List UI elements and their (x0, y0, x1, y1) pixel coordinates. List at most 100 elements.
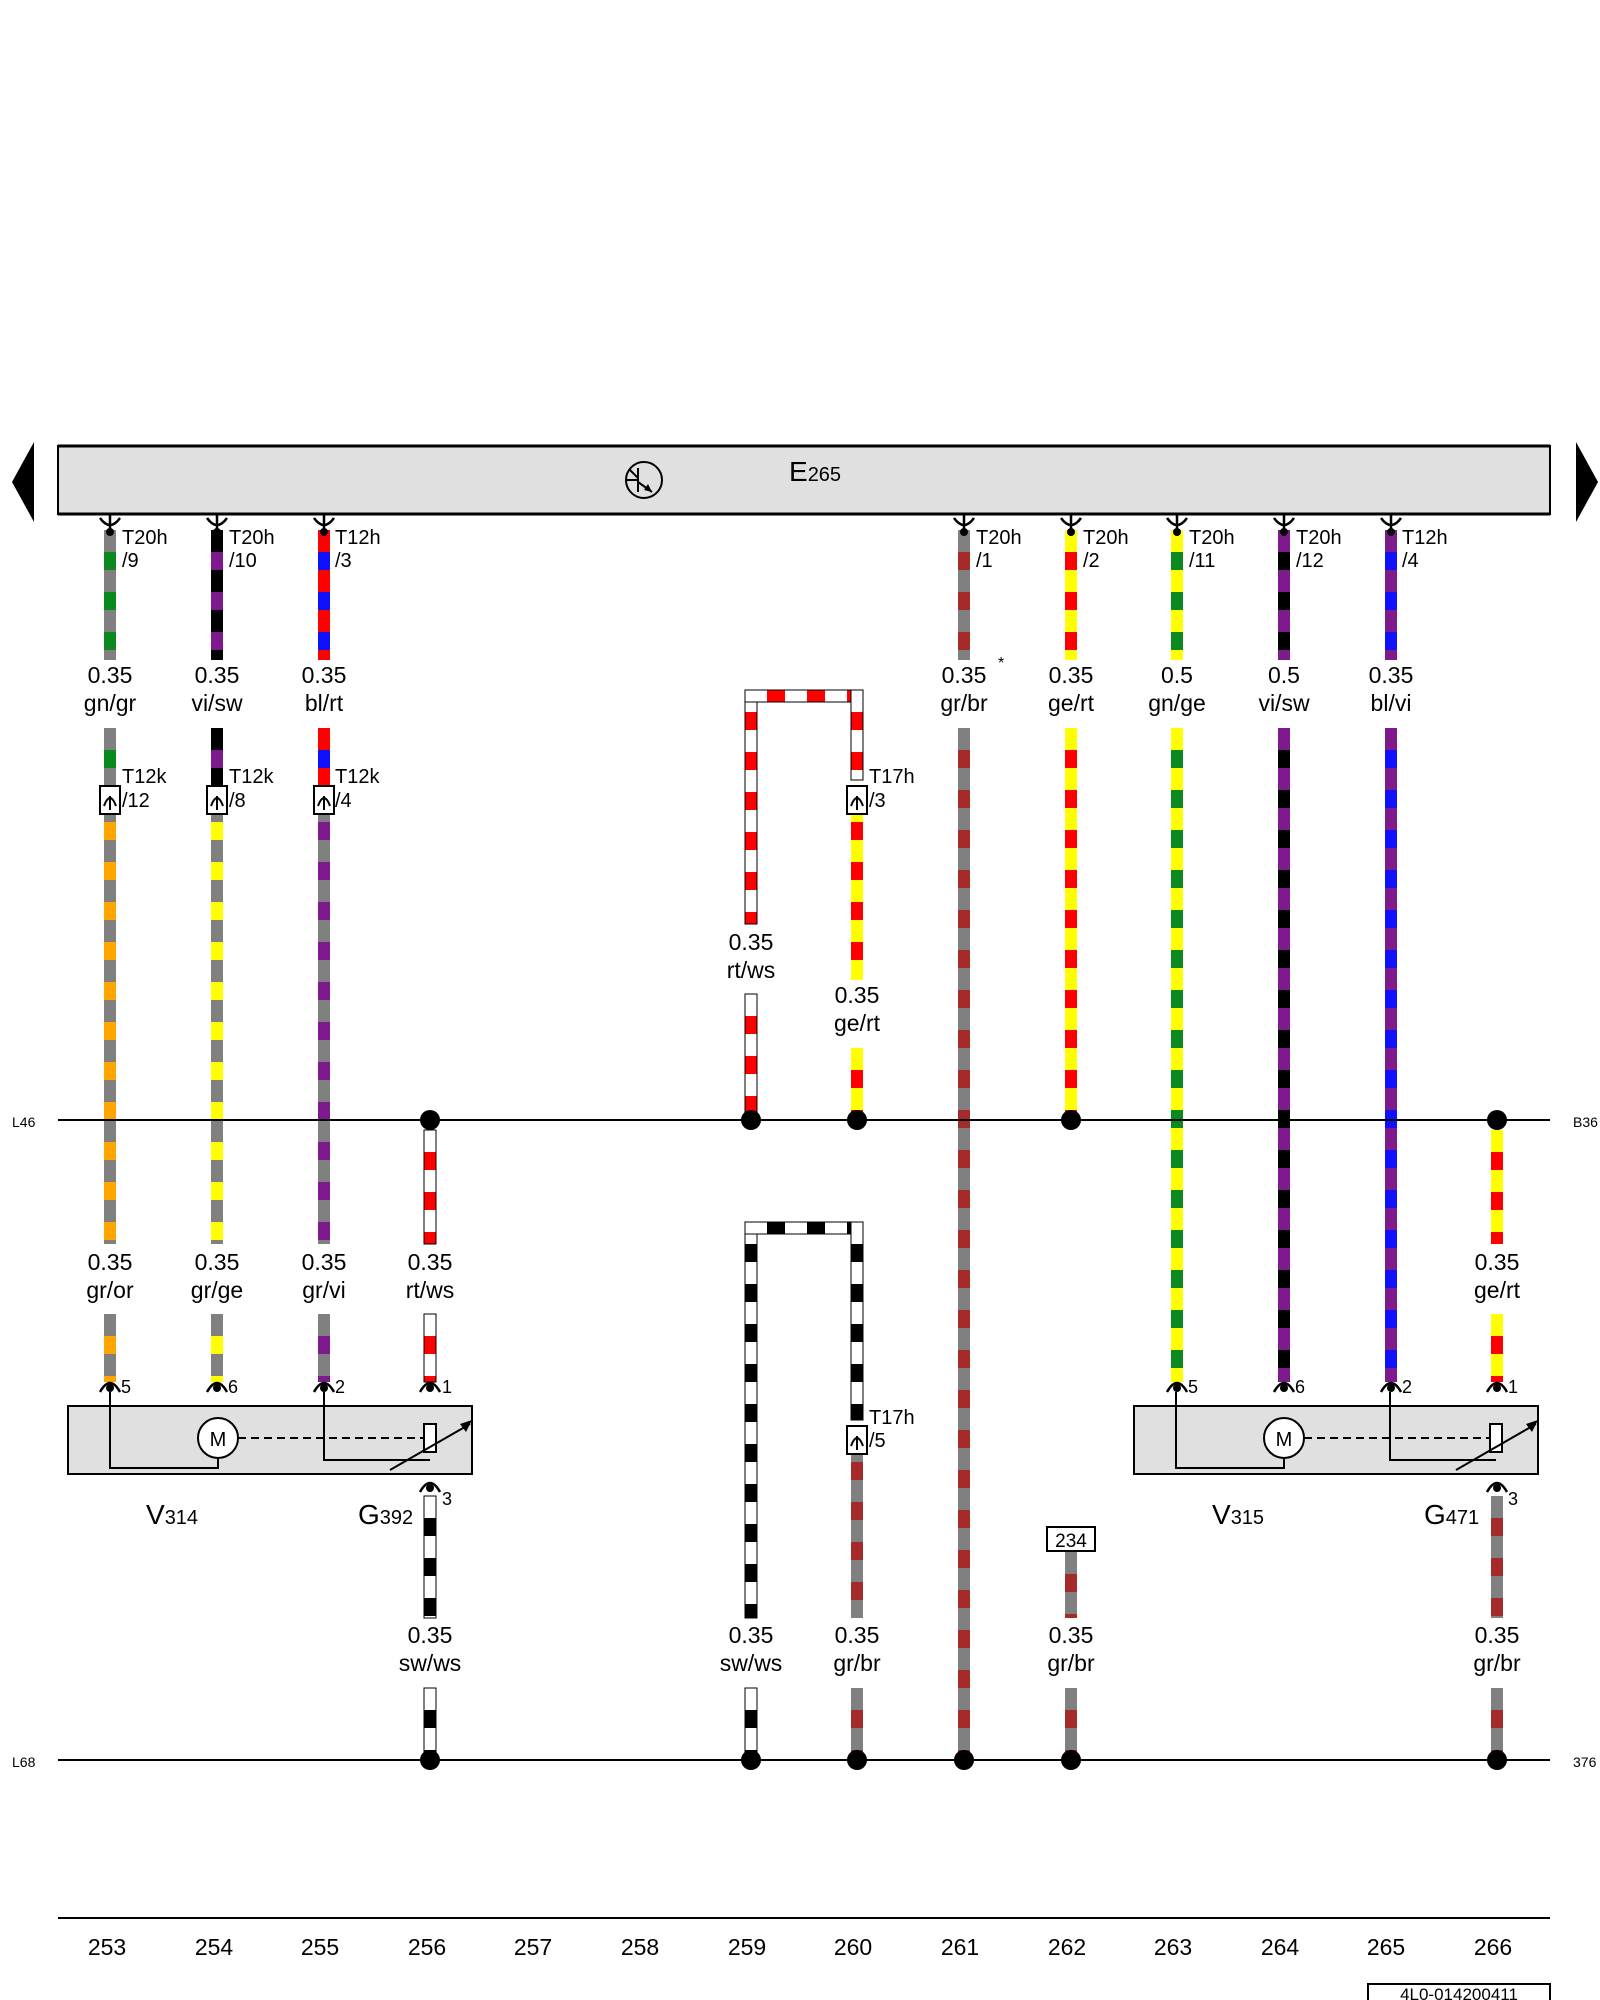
pin-label: 1 (442, 1377, 452, 1397)
wire-stripe (1065, 1070, 1077, 1088)
column-number: 262 (1048, 1934, 1086, 1960)
junction-dot (1061, 1110, 1081, 1130)
wire-color-label: bl/vi (1371, 690, 1412, 716)
junction-dot-group (420, 1110, 1507, 1770)
asterisk-mark: * (998, 655, 1004, 672)
column-number: 254 (195, 1934, 234, 1960)
wire-color-label: gn/gr (84, 690, 137, 716)
wire-stripe (807, 690, 825, 702)
reference-box-234[interactable]: 234 (1046, 1526, 1096, 1552)
wire-stripe (1385, 870, 1397, 888)
wire-stripe (745, 1364, 757, 1382)
wire-stripe (1491, 1376, 1503, 1382)
wire-ws-sw (423, 1495, 437, 1619)
wire-stripe (318, 862, 330, 880)
nav-right-arrow-icon[interactable] (1576, 442, 1598, 522)
wire-stripe (211, 982, 223, 1000)
wire-stripe (1385, 592, 1397, 610)
connector-pin-icon (1165, 1381, 1189, 1393)
wire-outline (423, 1495, 437, 1619)
wire-stripe (1065, 592, 1077, 610)
junction-dot (1487, 1750, 1507, 1770)
wire-stripe (104, 902, 116, 920)
wire-sw-vi (211, 530, 223, 660)
wire-stripe (1171, 1070, 1183, 1088)
wire-gr-ge (211, 1314, 223, 1382)
wire-stripe (1385, 552, 1397, 570)
wire-stripe (851, 1462, 863, 1480)
wire-stripe (1491, 1152, 1503, 1170)
wire-stripe (1385, 790, 1397, 808)
wire-stripe (958, 750, 970, 768)
wire-vi-bl (1385, 530, 1397, 660)
connector-pin-label: /2 (1083, 550, 1100, 572)
wire-stripe (851, 1244, 863, 1262)
wire-stripe (1385, 1070, 1397, 1088)
wire-stripe (1278, 1190, 1290, 1208)
wire-size-label: 0.5 (1161, 662, 1193, 688)
wire-color-label: sw/ws (720, 1650, 783, 1676)
wire-stripe (104, 862, 116, 880)
connector-symbol-group (98, 514, 1509, 1493)
wire-size-label: 0.5 (1268, 662, 1300, 688)
connector-pin-icon (1272, 514, 1296, 536)
junction-dot (420, 1110, 440, 1130)
connector-pin-icon (418, 1381, 442, 1393)
motor-symbol-label: M (1276, 1429, 1293, 1451)
wire-stripe (424, 1232, 436, 1244)
wire-stripe (958, 1550, 970, 1568)
column-number: 253 (88, 1934, 126, 1960)
wire-size-label: 0.35 (1475, 1622, 1520, 1648)
junction-dot (741, 1750, 761, 1770)
wire-stripe (1278, 1150, 1290, 1168)
wire-stripe (1278, 1030, 1290, 1048)
wire-size-label: 0.35 (88, 1249, 133, 1275)
wire-stripe (1385, 1230, 1397, 1248)
wire-stripe (851, 1404, 863, 1420)
column-number: 258 (621, 1934, 659, 1960)
wire-color-label: rt/ws (727, 957, 776, 983)
wire-ws-sw (744, 1687, 758, 1753)
wire-stripe (958, 592, 970, 610)
wire-base (1171, 728, 1183, 1382)
wire-stripe (104, 1102, 116, 1120)
wire-stripe (958, 1270, 970, 1288)
module-box (57, 445, 1551, 515)
wire-stripe (211, 1022, 223, 1040)
wire-stripe (745, 1324, 757, 1342)
wire-size-label: 0.35 (835, 1622, 880, 1648)
wire-base (1385, 728, 1397, 1382)
wire-size-label: 0.35 (729, 1622, 774, 1648)
wire-stripe (1278, 552, 1290, 570)
bus-label-upper-left: L46 (12, 1114, 36, 1130)
connector-pin-icon (205, 514, 229, 536)
junction-dot (1487, 1110, 1507, 1130)
wire-stripe (745, 1404, 757, 1422)
wire-group (104, 530, 1503, 1753)
wire-stripe (1278, 990, 1290, 1008)
wire-stripe (1278, 632, 1290, 650)
wire-stripe (1385, 830, 1397, 848)
component-label-V315: V315 (1212, 1499, 1264, 1530)
drawing-id-box: 4L0-014200411 (1367, 1983, 1551, 2000)
connector-label: T20h (1296, 527, 1342, 549)
wire-stripe (1385, 1150, 1397, 1168)
wire-stripe (745, 792, 757, 810)
wire-stripe (211, 942, 223, 960)
connector-pin-icon (1379, 514, 1403, 536)
wire-stripe (958, 1190, 970, 1208)
pin-label: 2 (1402, 1377, 1412, 1397)
wire-stripe (104, 1022, 116, 1040)
nav-left-arrow-icon[interactable] (12, 442, 34, 522)
wire-color-label: ge/rt (834, 1010, 881, 1036)
component-label-G471: G471 (1424, 1499, 1479, 1530)
reference-box-label: 234 (1055, 1531, 1087, 1552)
wire-stripe (318, 1336, 330, 1354)
wire-stripe (1171, 1230, 1183, 1248)
wire-stripe (958, 1430, 970, 1448)
connector-pin-icon (1165, 514, 1189, 536)
column-number: 265 (1367, 1934, 1405, 1960)
wire-gr-gn (104, 530, 116, 660)
wire-ge-rt (851, 800, 863, 980)
pin-label: 6 (1295, 1377, 1305, 1397)
